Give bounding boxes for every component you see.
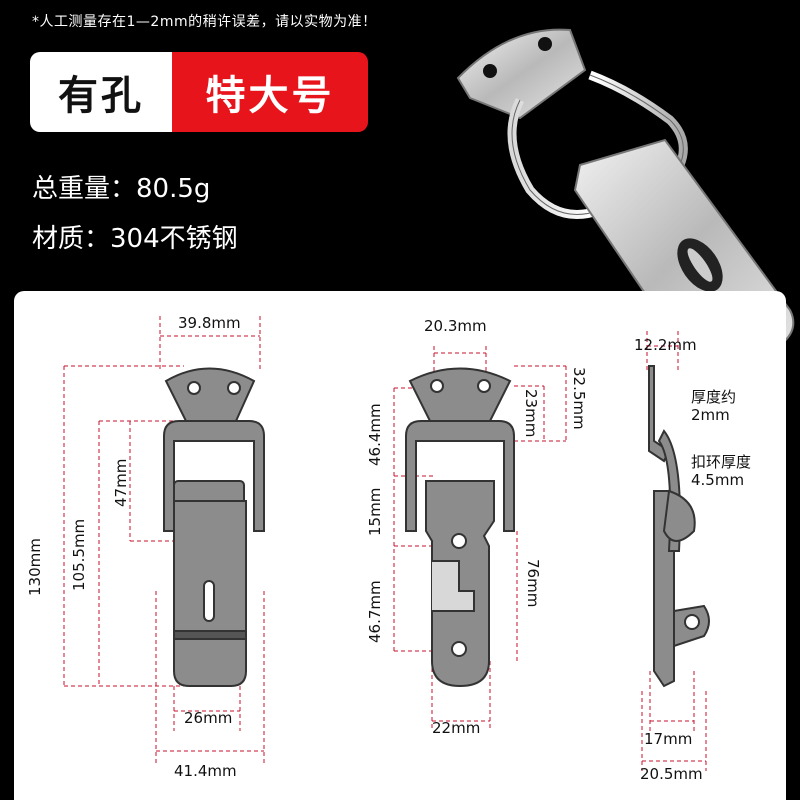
dimension-panel: 39.8mm 130mm 105.5mm 47mm 26mm 41.4mm 20… — [14, 291, 786, 800]
badge-size: 特大号 — [172, 52, 368, 132]
measurement-note: *人工测量存在1—2mm的稍许误差，请以实物为准！ — [32, 14, 377, 30]
front-view — [163, 367, 265, 687]
badge-hole: 有孔 — [30, 52, 172, 132]
back-left-upper: 46.4mm — [366, 403, 384, 466]
front-top-width: 39.8mm — [178, 314, 241, 332]
side-view — [648, 365, 710, 688]
front-height-plate: 105.5mm — [70, 518, 88, 591]
back-bottom-width: 22mm — [432, 719, 481, 737]
variant-badge: 有孔 特大号 — [30, 52, 368, 132]
spec-material: 材质：304不锈钢 — [32, 224, 238, 254]
front-upper: 47mm — [112, 458, 130, 507]
side-ring-label: 扣环厚度 — [691, 453, 752, 471]
side-thickness-value: 2mm — [691, 406, 730, 424]
back-right-small: 23mm — [522, 389, 540, 438]
side-ring-value: 4.5mm — [691, 471, 745, 489]
side-thickness-label: 厚度约 — [691, 388, 737, 406]
front-height-total: 130mm — [26, 538, 44, 596]
front-base-width: 41.4mm — [174, 762, 237, 780]
back-left-lower: 46.7mm — [366, 580, 384, 643]
side-width-b: 20.5mm — [640, 765, 703, 783]
back-view — [405, 367, 515, 688]
side-width-a: 17mm — [644, 730, 693, 748]
front-plate-width: 26mm — [184, 709, 233, 727]
spec-weight: 总重量：80.5g — [32, 174, 211, 204]
back-left-mid: 15mm — [366, 487, 384, 536]
back-right-top: 32.5mm — [570, 367, 588, 430]
dimension-drawing — [63, 316, 710, 771]
side-top: 12.2mm — [634, 336, 697, 354]
back-right-lower: 76mm — [524, 559, 542, 608]
back-hole-spacing: 20.3mm — [424, 317, 487, 335]
